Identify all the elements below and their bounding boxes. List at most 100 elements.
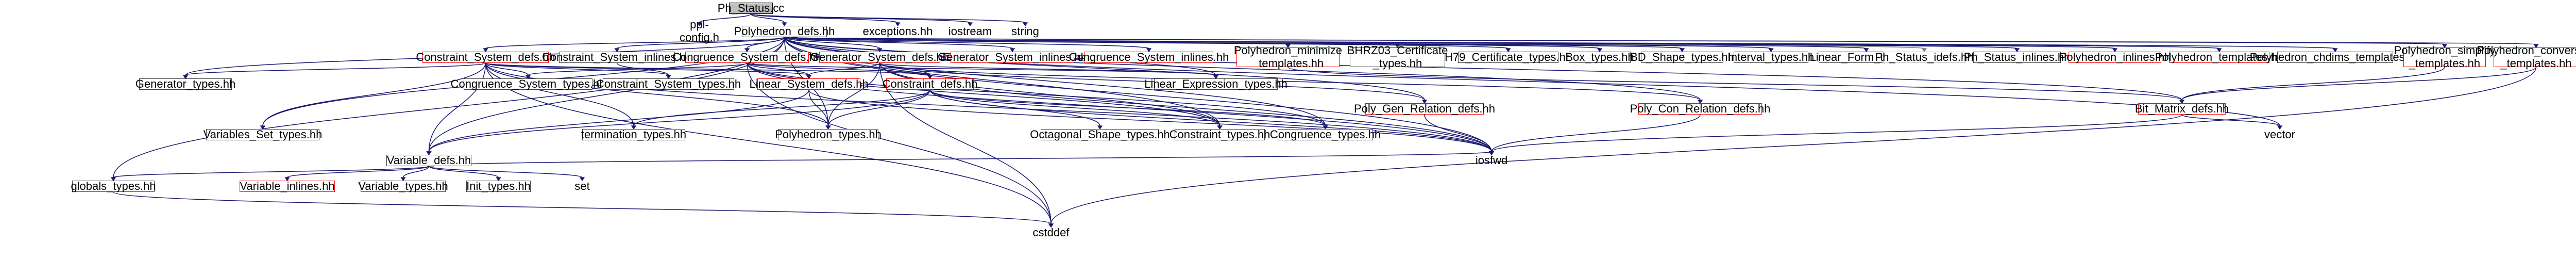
node-constraint-system-inlines[interactable]: Constraint_System_inlines.hh <box>541 50 692 63</box>
edge-arrowhead <box>666 75 671 79</box>
edge-arrowhead <box>2332 48 2338 53</box>
edge-arrowhead <box>1697 100 1703 104</box>
node-polyhedron-templates[interactable]: Polyhedron_templates.hh <box>2155 50 2284 63</box>
edge-arrowhead <box>1768 48 1774 53</box>
node-termination-types[interactable]: termination_types.hh <box>581 127 687 141</box>
edge-arrowhead <box>284 177 290 182</box>
node-h79-certificate-types[interactable]: H79_Certificate_types.hh <box>1444 50 1572 63</box>
node-constraint-system-types[interactable]: Constraint_System_types.hh <box>596 77 741 90</box>
node-poly-con-relation-defs[interactable]: Poly_Con_Relation_defs.hh <box>1630 102 1771 115</box>
node-globals-types[interactable]: globals_types.hh <box>71 179 156 192</box>
edge-arrowhead <box>496 177 501 182</box>
node-linear-system-defs[interactable]: Linear_System_defs.hh <box>749 77 869 90</box>
edge-generator-system-defs-to-polyhedron-types <box>827 62 880 126</box>
node-constraint-types[interactable]: Constraint_types.hh <box>1169 127 1270 141</box>
edge-polyhedron-simplify-templates-to-bit-matrix-defs <box>2181 67 2445 101</box>
node-box-types[interactable]: Box_types.hh <box>1565 50 1634 63</box>
edge-arrowhead <box>1022 22 1028 27</box>
edge-arrowhead <box>1505 48 1511 53</box>
node-polyhedron-chdims-templates[interactable]: Polyhedron_chdims_templates.hh <box>2249 50 2421 63</box>
node-congruence-system-inlines[interactable]: Congruence_System_inlines.hh <box>1069 50 1229 63</box>
edge-polyhedron-defs-to-polyhedron-conversion-templates <box>784 37 2537 45</box>
edge-linear-system-defs-to-iosfwd <box>808 89 1492 152</box>
edge-constraint-defs-to-constraint-types <box>929 89 1221 126</box>
node-variable-defs[interactable]: Variable_defs.hh <box>386 153 471 167</box>
edge-arrowhead <box>182 75 189 79</box>
node-polyhedron-conversion-templates[interactable]: Polyhedron_conversion _templates.hh <box>2477 44 2576 70</box>
node-vector: vector <box>2264 127 2295 141</box>
edge-constraint-system-defs-to-constraint-defs <box>485 62 930 76</box>
edge-constraint-defs-to-termination-types <box>633 89 930 126</box>
edge-arrowhead <box>697 22 702 27</box>
edge-generator-system-defs-to-poly-con-relation-defs <box>879 62 1701 101</box>
node-init-types[interactable]: Init_types.hh <box>466 179 531 192</box>
node-variables-set-types[interactable]: Variables_Set_types.hh <box>203 127 323 141</box>
node-congruence-system-defs[interactable]: Congruence_System_defs.hh <box>672 50 822 63</box>
node-polyhedron-simplify-templates[interactable]: Polyhedron_simplify _templates.hh <box>2394 44 2496 70</box>
edge-arrowhead <box>2533 44 2539 49</box>
edge-poly-gen-relation-defs-to-iosfwd <box>1424 114 1492 152</box>
edge-globals-types-to-cstddef <box>113 191 1052 224</box>
edge-arrowhead <box>1863 48 1869 53</box>
edge-polyhedron-defs-to-congruence-types <box>784 37 1326 126</box>
node-set: set <box>574 179 590 192</box>
edge-constraint-system-defs-to-polyhedron-types <box>485 62 829 126</box>
edge-constraint-system-defs-to-congruence-system-types <box>485 62 529 76</box>
node-linear-expression-types[interactable]: Linear_Expression_types.hh <box>1144 77 1287 90</box>
node-polyhedron-defs[interactable]: Polyhedron_defs.hh <box>734 24 835 38</box>
edge-polyhedron-defs-to-bit-matrix-defs <box>784 37 2182 101</box>
node-bit-matrix-defs[interactable]: Bit_Matrix_defs.hh <box>2134 102 2229 115</box>
edge-polyhedron-defs-to-generator-system-inlines <box>784 37 1013 49</box>
node-congruence-system-types[interactable]: Congruence_System_types.hh <box>450 77 606 90</box>
node-ph-status-inlines[interactable]: Ph_Status_inlines.hh <box>1963 50 2071 63</box>
edge-arrowhead <box>483 48 488 53</box>
node-generator-system-defs[interactable]: Generator_System_defs.hh <box>810 50 950 63</box>
edge-generator-system-defs-to-linear-system-defs <box>808 62 880 76</box>
edge-generator-system-defs-to-constraint-types <box>879 62 1221 126</box>
edge-linear-system-defs-to-polyhedron-types <box>808 89 829 126</box>
node-polyhedron-inlines[interactable]: Polyhedron_inlines.hh <box>2059 50 2171 63</box>
node-exceptions: exceptions.hh <box>862 24 933 38</box>
node-congruence-types[interactable]: Congruence_types.hh <box>1269 127 1381 141</box>
edge-constraint-defs-to-variable-defs <box>428 89 930 152</box>
edge-arrowhead <box>2179 100 2185 104</box>
node-ph-status-idefs[interactable]: Ph_Status_idefs.hh <box>1875 50 1974 63</box>
edge-congruence-system-defs-to-congruence-types <box>747 62 1326 126</box>
edge-arrowhead <box>1146 48 1152 53</box>
node-variable-types[interactable]: Variable_types.hh <box>358 179 448 192</box>
edge-congruence-system-defs-to-congruence-system-types <box>528 62 748 76</box>
node-constraint-system-defs[interactable]: Constraint_System_defs.hh <box>416 50 555 63</box>
edge-arrowhead <box>2112 48 2118 53</box>
edge-polyhedron-defs-to-constraint-system-defs <box>485 37 785 49</box>
node-cstddef: cstddef <box>1032 225 1070 239</box>
edge-arrowhead <box>260 125 266 130</box>
edge-polyhedron-minimize-templates-to-bit-matrix-defs <box>1287 67 2182 101</box>
node-constraint-defs[interactable]: Constraint_defs.hh <box>882 77 978 90</box>
edge-constraint-defs-to-polyhedron-types <box>827 89 930 126</box>
node-bd-shape-types[interactable]: BD_Shape_types.hh <box>1630 50 1734 63</box>
node-bhrz03-certificate-types[interactable]: BHRZ03_Certificate _types.hh <box>1347 44 1448 70</box>
node-octagonal-shape-types[interactable]: Octagonal_Shape_types.hh <box>1030 127 1170 141</box>
node-polyhedron-types[interactable]: Polyhedron_types.hh <box>775 127 882 141</box>
edge-polyhedron-conversion-templates-to-bit-matrix-defs <box>2181 67 2537 101</box>
edge-variable-defs-to-variable-inlines <box>286 166 430 178</box>
edge-root-to-ppl-config <box>699 13 752 23</box>
node-generator-system-inlines[interactable]: Generator_System_inlines.hh <box>938 50 1087 63</box>
edge-arrowhead <box>1009 48 1015 53</box>
node-root[interactable]: Ph_Status.cc <box>717 1 785 14</box>
edge-polyhedron-defs-to-polyhedron-chdims-templates <box>784 37 2336 49</box>
edge-arrowhead <box>1421 100 1428 104</box>
node-variable-inlines[interactable]: Variable_inlines.hh <box>240 179 335 192</box>
edge-arrowhead <box>579 177 585 182</box>
edge-arrowhead <box>2216 48 2222 53</box>
node-polyhedron-minimize-templates[interactable]: Polyhedron_minimize _templates.hh <box>1233 44 1343 70</box>
node-interval-types[interactable]: Interval_types.hh <box>1727 50 1815 63</box>
edge-arrowhead <box>967 22 973 27</box>
edge-constraint-system-defs-to-constraint-system-types <box>485 62 669 76</box>
edge-arrowhead <box>400 177 406 182</box>
node-ppl-config: ppl-config.h <box>679 18 720 44</box>
edge-bit-matrix-defs-to-iosfwd <box>1491 114 2182 152</box>
node-poly-gen-relation-defs[interactable]: Poly_Gen_Relation_defs.hh <box>1354 102 1495 115</box>
node-generator-types[interactable]: Generator_types.hh <box>135 77 236 90</box>
edge-polyhedron-defs-to-constraint-system-inlines <box>616 37 785 49</box>
